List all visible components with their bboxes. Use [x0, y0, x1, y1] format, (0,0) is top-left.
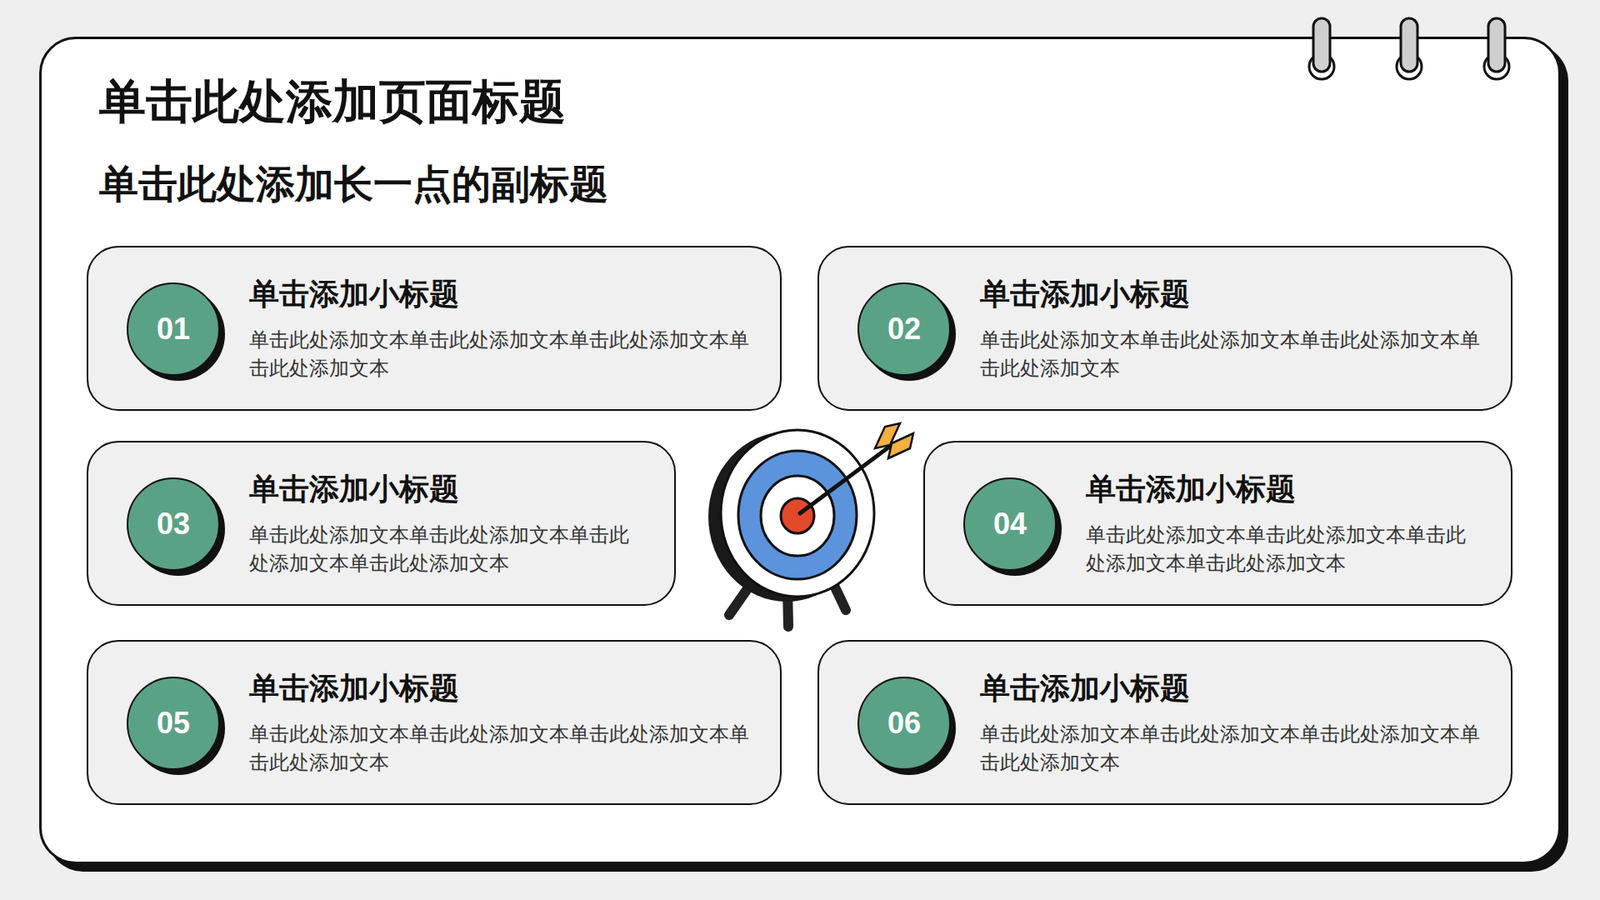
box-body: 单击此处添加文本单击此处添加文本单击此处添加文本单击此处添加文本 [249, 520, 641, 578]
content-box: 单击添加小标题单击此处添加文本单击此处添加文本单击此处添加文本单击此处添加文本 0… [923, 440, 1513, 606]
content-box: 单击添加小标题单击此处添加文本单击此处添加文本单击此处添加文本单击此处添加文本 0… [86, 640, 782, 805]
step-number: 04 [993, 509, 1027, 540]
page-title: 单击此处添加页面标题 [99, 73, 566, 130]
number-circle: 05 [126, 676, 220, 770]
content-box: 单击添加小标题单击此处添加文本单击此处添加文本单击此处添加文本单击此处添加文本 0… [817, 245, 1513, 411]
number-circle: 06 [857, 676, 951, 770]
number-circle: 03 [126, 477, 220, 571]
box-heading: 单击添加小标题 [980, 275, 1190, 312]
binder-rings [1309, 18, 1510, 80]
content-box: 单击添加小标题单击此处添加文本单击此处添加文本单击此处添加文本单击此处添加文本 0… [86, 440, 676, 606]
content-box: 单击添加小标题单击此处添加文本单击此处添加文本单击此处添加文本单击此处添加文本 0… [86, 245, 782, 411]
box-heading: 单击添加小标题 [980, 670, 1190, 706]
box-body: 单击此处添加文本单击此处添加文本单击此处添加文本单击此处添加文本 [980, 720, 1485, 777]
content-box: 单击添加小标题单击此处添加文本单击此处添加文本单击此处添加文本单击此处添加文本 0… [817, 640, 1513, 805]
box-body: 单击此处添加文本单击此处添加文本单击此处添加文本单击此处添加文本 [1085, 520, 1478, 578]
step-number: 05 [156, 708, 190, 739]
box-body: 单击此处添加文本单击此处添加文本单击此处添加文本单击此处添加文本 [249, 325, 754, 383]
target-illustration [708, 423, 914, 627]
step-number: 01 [156, 314, 190, 345]
step-number: 02 [887, 314, 921, 345]
number-circle: 01 [126, 282, 220, 376]
box-body: 单击此处添加文本单击此处添加文本单击此处添加文本单击此处添加文本 [980, 325, 1485, 383]
box-body: 单击此处添加文本单击此处添加文本单击此处添加文本单击此处添加文本 [249, 720, 754, 777]
step-number: 06 [887, 708, 921, 739]
box-heading: 单击添加小标题 [1085, 470, 1296, 507]
box-heading: 单击添加小标题 [249, 470, 460, 507]
step-number: 03 [156, 509, 190, 540]
page-subtitle: 单击此处添加长一点的副标题 [99, 160, 609, 208]
box-heading: 单击添加小标题 [249, 670, 460, 706]
number-circle: 02 [857, 282, 951, 376]
number-circle: 04 [963, 477, 1057, 571]
box-heading: 单击添加小标题 [249, 275, 460, 312]
